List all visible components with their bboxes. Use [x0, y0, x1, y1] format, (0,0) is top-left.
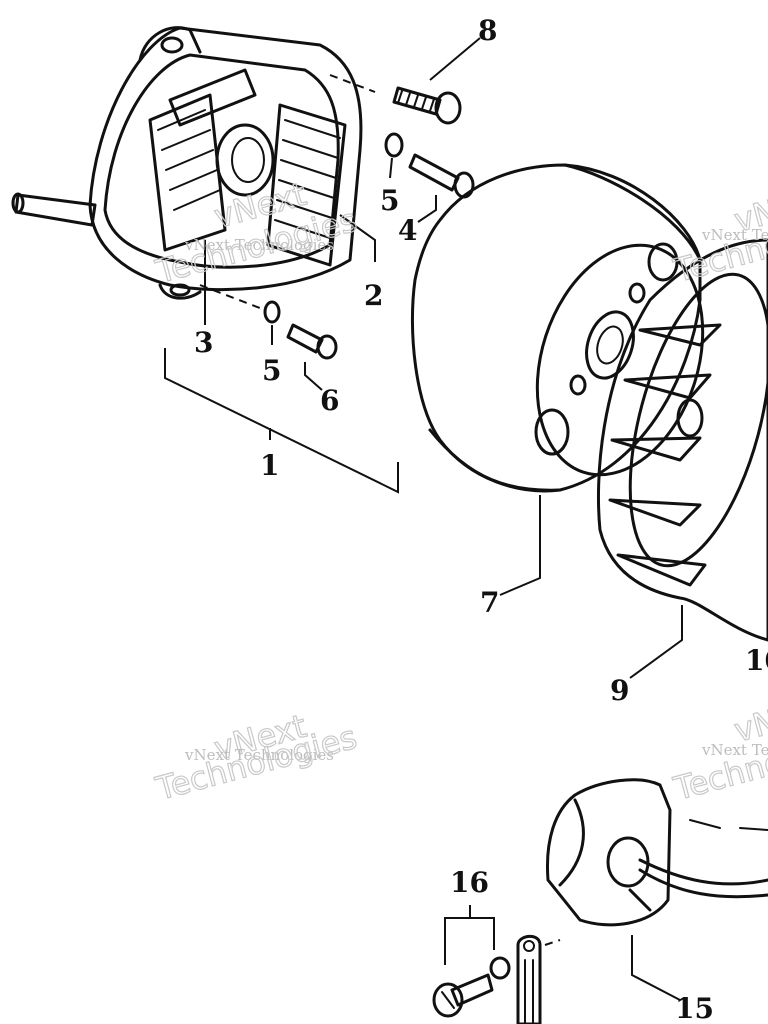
screw-part-4: [408, 153, 475, 223]
callout-1: 1: [260, 449, 279, 482]
watermark-right-bottom: vNext vNext Technologies Technologies: [669, 688, 768, 808]
svg-text:vNext Technologies: vNext Technologies: [701, 741, 768, 759]
ignition-coil-part-15: [545, 778, 768, 1001]
fan-part-9: [596, 238, 768, 679]
callout-2: 2: [364, 279, 383, 312]
group-bracket-1: [164, 348, 399, 494]
washer-part-5-upper: [384, 132, 404, 179]
callout-6: 6: [320, 384, 339, 417]
svg-text:vNext Technologies: vNext Technologies: [701, 226, 768, 244]
stator-plate-assembly: [11, 26, 376, 311]
callout-16: 16: [450, 866, 489, 899]
svg-text:vNext Technologies: vNext Technologies: [184, 746, 334, 764]
svg-text:vNext Technologies: vNext Technologies: [184, 236, 334, 254]
callout-10: 10: [745, 644, 768, 677]
callout-15: 15: [675, 992, 714, 1024]
flywheel-part-7: [410, 163, 705, 596]
callout-7: 7: [480, 586, 499, 619]
callout-8: 8: [478, 14, 497, 47]
screw-part-8: [392, 37, 481, 125]
callout-3: 3: [194, 326, 213, 359]
watermark-left: vNext vNext Technologies Technologies: [151, 706, 362, 808]
screw-part-6: [286, 323, 338, 391]
washer-part-5-lower: [263, 300, 281, 345]
callout-5-upper: 5: [380, 184, 399, 217]
bolt-part-16: [432, 905, 511, 1018]
watermark-center: vNext vNext Technologies Technologies: [151, 174, 362, 291]
callout-9: 9: [610, 674, 629, 707]
callout-4: 4: [398, 214, 417, 247]
terminal-strip: [516, 934, 561, 1024]
callout-5-lower: 5: [262, 354, 281, 387]
